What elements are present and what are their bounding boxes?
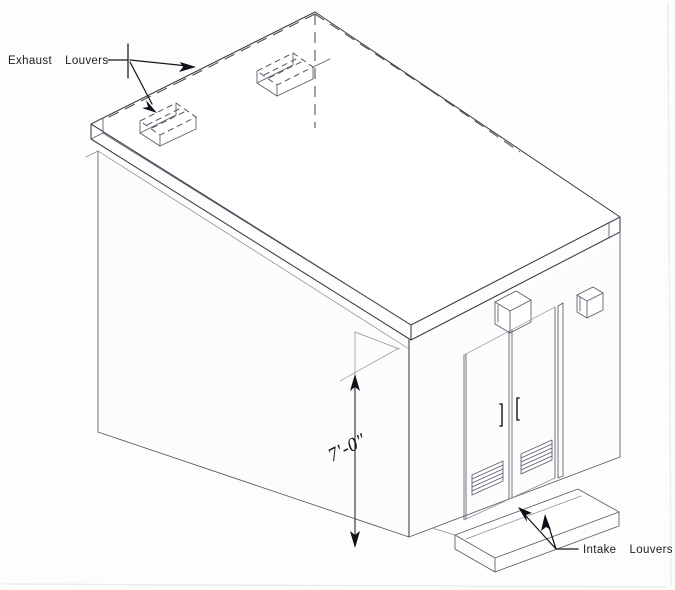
- exhaust-louver-roof-far: [256, 52, 331, 97]
- exhaust-louvers-label: Exhaust Louvers: [8, 55, 108, 67]
- front-end-wall: [408, 231, 621, 538]
- intake-louver-right-door: [520, 439, 553, 475]
- door-handle-left[interactable]: [499, 403, 503, 427]
- left-side-wall: [85, 150, 410, 538]
- intake-louver-left-door: [471, 460, 504, 496]
- concrete-entry-stoop: [431, 488, 620, 573]
- intake-louvers-annotation: Intake Louvers: [518, 507, 673, 556]
- wall-box-large: [494, 290, 532, 334]
- intake-louvers-label: Intake Louvers: [583, 544, 673, 556]
- door-handle-right[interactable]: [516, 397, 520, 421]
- roof-slab: [90, 11, 621, 341]
- wall-box-small: [576, 286, 604, 319]
- double-entry-doors: [463, 302, 564, 521]
- exhaust-louvers-annotation: Exhaust Louvers: [8, 43, 196, 113]
- exhaust-louver-roof-near: [139, 102, 197, 147]
